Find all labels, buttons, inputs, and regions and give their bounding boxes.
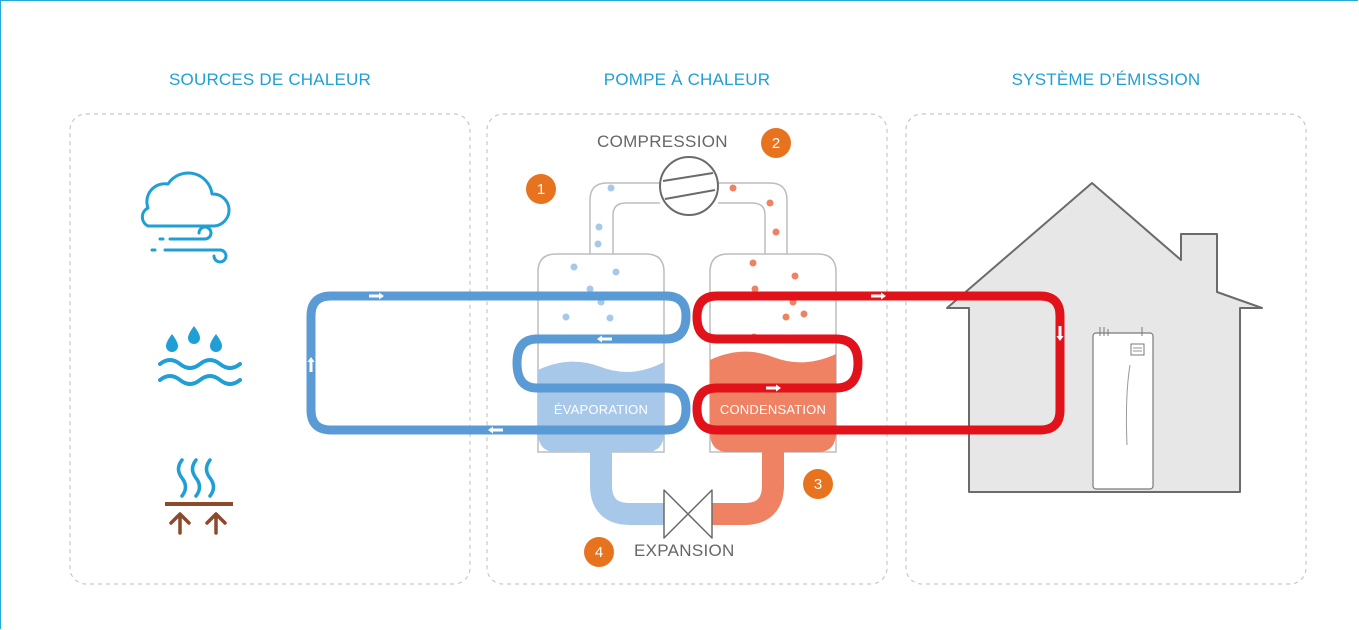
- arrow-left-icon: [597, 335, 612, 343]
- source-loop: [306, 291, 691, 435]
- expansion-valve-icon: [663, 489, 713, 539]
- liquid-pipe-hot: [706, 448, 784, 525]
- step-badge-3: 3: [803, 469, 833, 499]
- section-title-sources: SOURCES DE CHALEUR: [169, 70, 371, 89]
- step-badge-1: 1: [526, 174, 556, 204]
- condensation-label: CONDENSATION: [719, 402, 827, 417]
- section-title-emission: SYSTÈME D’ÉMISSION: [1011, 70, 1201, 89]
- hot-vapour-dots: [729, 184, 808, 341]
- emission-panel: [905, 113, 1307, 585]
- sources-panel: [69, 113, 471, 585]
- suction-pipe: [589, 182, 660, 255]
- evaporation-label: ÉVAPORATION: [553, 402, 649, 417]
- arrow-right-icon: [369, 292, 384, 300]
- ground-heat-icon: [165, 458, 233, 535]
- pump-panel: [486, 113, 888, 585]
- condenser-tank: [709, 253, 837, 453]
- evaporator-tank: [537, 253, 665, 453]
- cold-vapour-dots: [562, 184, 620, 322]
- heat-pump-unit-icon: [1092, 327, 1154, 490]
- compression-label: COMPRESSION: [597, 132, 728, 151]
- water-drops-icon: [158, 326, 242, 386]
- section-title-pump: POMPE À CHALEUR: [603, 70, 771, 89]
- expansion-label: EXPANSION: [634, 541, 735, 560]
- step-badge-2: 2: [761, 128, 791, 158]
- arrow-right-icon: [871, 292, 886, 300]
- discharge-pipe: [718, 182, 788, 255]
- arrow-left-icon: [488, 426, 503, 434]
- flow-arrows: [307, 292, 1064, 434]
- liquid-pipe-cold: [590, 448, 668, 525]
- step-badge-4: 4: [584, 537, 614, 567]
- arrow-right-icon: [766, 384, 781, 392]
- cloud-wind-icon: [140, 171, 231, 264]
- emission-loop: [692, 291, 1065, 435]
- compressor-icon: [659, 156, 719, 216]
- arrow-up-icon: [307, 357, 315, 372]
- arrow-down-icon: [1056, 326, 1064, 341]
